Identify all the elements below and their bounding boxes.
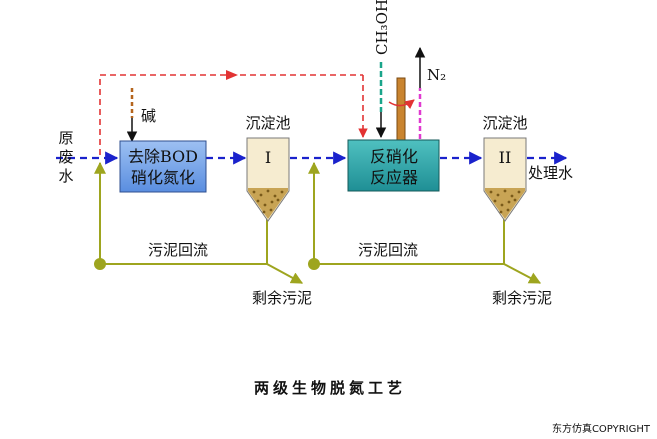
excess-sludge-2-label: 剩余污泥 [492, 289, 552, 307]
sludge-return-2-junction [308, 258, 320, 270]
bod-nitrification-tank [119, 140, 207, 193]
nitrogen-label: N₂ [427, 66, 446, 84]
treated-water-label: 处理水 [528, 164, 573, 182]
raw-water-label-3: 水 [58, 167, 73, 185]
bypass-direction-arrow [226, 70, 238, 80]
raw-water-label-2: 废 [58, 148, 73, 166]
reactor-line-1: 反硝化 [370, 147, 418, 166]
clarifier-1-title: 沉淀池 [245, 114, 290, 132]
clarifier-2-title: 沉淀池 [482, 114, 527, 132]
bod-box-line-1: 去除BOD [128, 147, 198, 166]
stirrer-shaft [396, 77, 406, 149]
excess-sludge-2-arrow [503, 263, 542, 284]
alkali-label: 碱 [141, 107, 156, 125]
sludge-return-1-junction [94, 258, 106, 270]
reactor-line-2: 反应器 [370, 168, 418, 187]
raw-water-label-1: 原 [58, 129, 73, 147]
sludge-return-1-label: 污泥回流 [148, 241, 208, 259]
clarifier-2-sludge-dots [489, 189, 521, 214]
copyright-label: 东方仿真COPYRIGHT [552, 422, 651, 435]
clarifier-1-sludge-dots [252, 189, 284, 214]
clarifier-1-sludge [248, 188, 288, 219]
clarifier-1-numeral: I [265, 148, 271, 167]
diagram-caption: 两级生物脱氮工艺 [254, 379, 406, 397]
stirrer-rotation-icon [388, 99, 415, 110]
excess-sludge-1-label: 剩余污泥 [252, 289, 312, 307]
clarifier-2-sludge [485, 188, 525, 219]
denitrification-reactor [347, 139, 440, 192]
excess-sludge-1-arrow [266, 263, 304, 284]
bod-box-line-2: 硝化氮化 [131, 168, 195, 187]
clarifier-2-numeral: II [499, 148, 512, 167]
sludge-return-2-label: 污泥回流 [358, 241, 418, 259]
methanol-label: CH₃OH [373, 0, 391, 55]
